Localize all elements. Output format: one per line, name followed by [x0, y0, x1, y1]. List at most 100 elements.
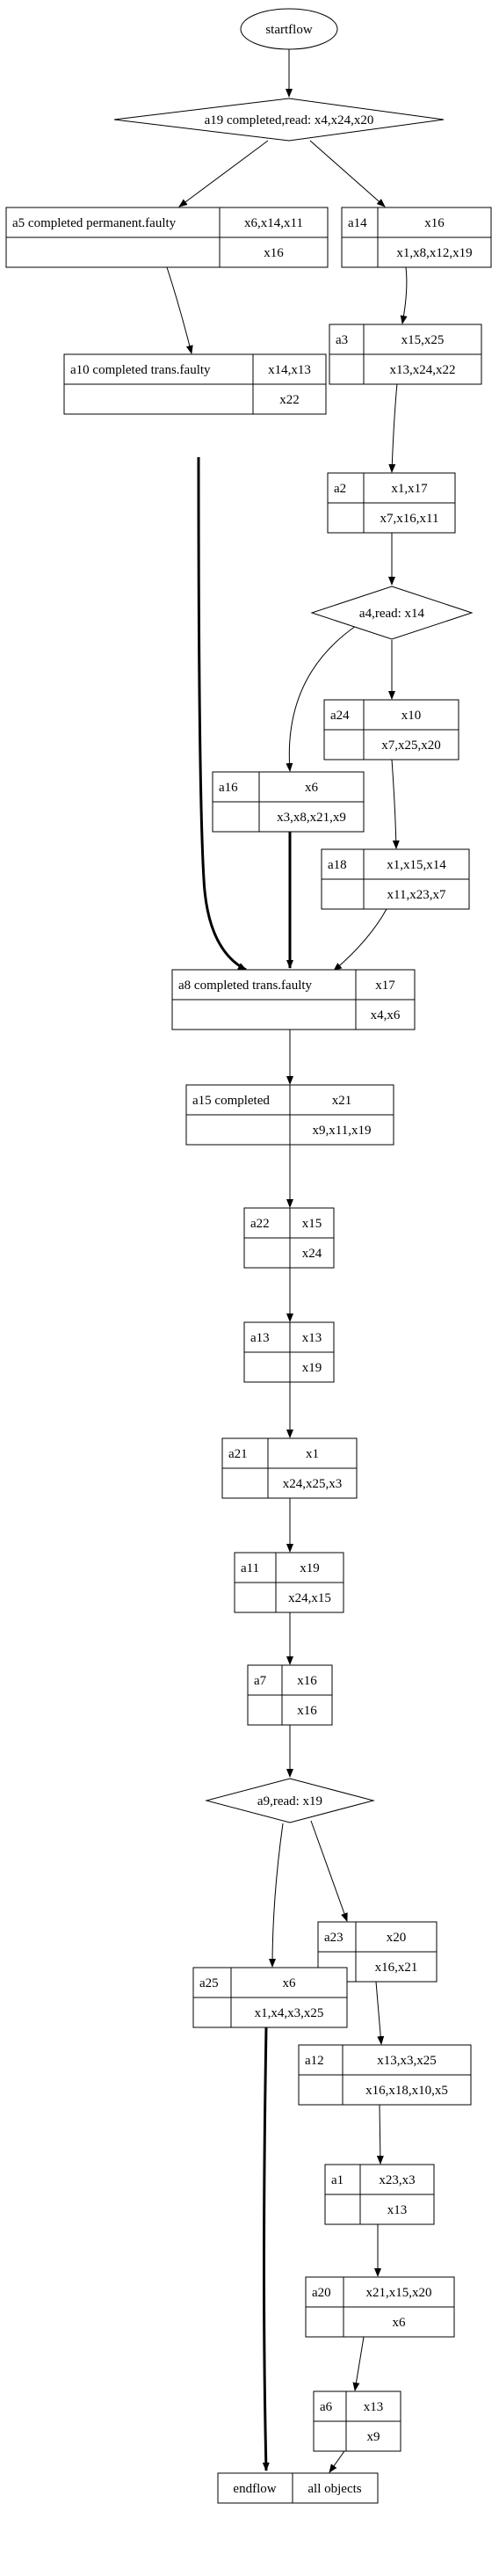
node-a15-bottom-value: x9,x11,x19 [313, 1124, 372, 1138]
node-a7-top-value: x16 [297, 1674, 317, 1688]
node-a25-label: a25 [199, 1976, 219, 1990]
node-a13-label: a13 [250, 1331, 270, 1345]
node-a14-label: a14 [348, 216, 367, 230]
node-a25-bottom-value: x1,x4,x3,x25 [255, 2006, 324, 2020]
node-a13-bottom-value: x19 [302, 1361, 322, 1375]
node-a7: a7 x16 x16 [247, 1664, 333, 1726]
node-a15-label: a15 completed [192, 1094, 270, 1108]
node-a11: a11 x19 x24,x15 [234, 1552, 344, 1613]
node-a22: a22 x15 x24 [243, 1207, 335, 1269]
node-a7-bottom-value: x16 [297, 1704, 317, 1718]
node-a6-top-value: x13 [364, 2400, 384, 2414]
node-a13-top-value: x13 [302, 1331, 322, 1345]
node-a14-top-value: x16 [424, 216, 445, 230]
edges [166, 49, 408, 2473]
node-a8-top-value: x17 [375, 979, 395, 993]
start-label: startflow [265, 23, 312, 37]
node-a20-top-value: x21,x15,x20 [366, 2286, 432, 2300]
node-a12-bottom-value: x16,x18,x10,x5 [365, 2084, 448, 2098]
edge-a18-a8 [333, 908, 387, 971]
node-a20: a20 x21,x15,x20 x6 [305, 2276, 455, 2338]
node-a20-label: a20 [312, 2286, 331, 2300]
node-a24-label: a24 [330, 709, 350, 723]
node-a5-bottom-value: x16 [264, 246, 284, 260]
node-a16-top-value: x6 [305, 781, 319, 795]
node-a23-label: a23 [324, 1931, 344, 1945]
node-a24: a24 x10 x7,x25,x20 [323, 699, 459, 760]
decision-a4: a4,read: x14 [310, 586, 474, 640]
node-a14: a14 x16 x1,x8,x12,x19 [341, 207, 492, 268]
end-label: endflow [233, 2482, 276, 2496]
edge-a14-a3 [400, 266, 408, 324]
node-a21-bottom-value: x24,x25,x3 [283, 1477, 343, 1491]
decision-a9: a9,read: x19 [205, 1778, 375, 1823]
node-a18-bottom-value: x11,x23,x7 [387, 888, 446, 902]
node-a23: a23 x20 x16,x21 [317, 1921, 438, 1983]
edge-a6-end [329, 2450, 345, 2473]
edge-d9-a25 [269, 1823, 284, 1968]
node-a5-top-value: x6,x14,x11 [244, 216, 303, 230]
decision-a19: a19 completed,read: x4,x24,x20 [113, 98, 445, 142]
node-a8-label: a8 completed trans.faulty [178, 979, 313, 993]
edge-d19-a14 [309, 140, 386, 207]
decision-a4-label: a4,read: x14 [359, 607, 425, 621]
edge-a24-a18 [391, 759, 400, 849]
node-a16-bottom-value: x3,x8,x21,x9 [277, 811, 346, 825]
node-a7-label: a7 [254, 1674, 267, 1688]
node-a20-bottom-value: x6 [393, 2316, 407, 2330]
node-a6-bottom-value: x9 [367, 2430, 380, 2444]
node-a23-top-value: x20 [387, 1931, 407, 1945]
node-a24-top-value: x10 [401, 709, 422, 723]
edge-d4-a16 [286, 625, 357, 772]
edge-a5-a10 [166, 266, 193, 354]
node-a3-bottom-value: x13,x24,x22 [390, 363, 456, 377]
activity-nodes: a5 completed permanent.faulty x6,x14,x11 x… [5, 207, 492, 2452]
decision-a19-label: a19 completed,read: x4,x24,x20 [205, 113, 374, 127]
node-a21-label: a21 [228, 1447, 248, 1461]
edge-a25-end [262, 2027, 270, 2471]
node-a1-bottom-value: x13 [387, 2203, 408, 2217]
node-a24-bottom-value: x7,x25,x20 [381, 739, 441, 753]
node-a22-bottom-value: x24 [302, 1247, 322, 1261]
start-node: startflow [240, 8, 338, 50]
node-a14-bottom-value: x1,x8,x12,x19 [396, 246, 472, 260]
decision-a9-label: a9,read: x19 [257, 1794, 322, 1808]
node-a23-bottom-value: x16,x21 [375, 1961, 418, 1975]
node-a11-label: a11 [241, 1561, 259, 1575]
node-a10-top-value: x14,x13 [268, 363, 311, 377]
node-a10-label: a10 completed trans.faulty [70, 363, 211, 377]
node-a22-label: a22 [250, 1217, 270, 1231]
node-a2-bottom-value: x7,x16,x11 [380, 512, 439, 526]
node-a13: a13 x13 x19 [243, 1321, 335, 1383]
edge-a23-a12 [375, 1981, 385, 2045]
node-a3-label: a3 [336, 333, 348, 347]
node-a11-top-value: x19 [300, 1561, 320, 1575]
node-a5: a5 completed permanent.faulty x6,x14,x11 x… [5, 207, 329, 268]
node-a18-label: a18 [328, 858, 347, 872]
node-a25: a25 x6 x1,x4,x3,x25 [192, 1967, 348, 2028]
node-a3-top-value: x15,x25 [401, 333, 445, 347]
node-a1-top-value: x23,x3 [379, 2173, 415, 2187]
edge-a3-a2 [388, 382, 398, 473]
edge-a10-a8 [197, 456, 247, 971]
node-a22-top-value: x15 [302, 1217, 322, 1231]
node-a11-bottom-value: x24,x15 [288, 1591, 331, 1605]
end-node: endflow all objects [217, 2472, 379, 2504]
node-a2-label: a2 [334, 482, 346, 496]
edge-d19-a5 [178, 140, 269, 207]
node-a15-top-value: x21 [332, 1094, 352, 1108]
node-a5-label: a5 completed permanent.faulty [12, 216, 177, 230]
node-a21: a21 x1 x24,x25,x3 [221, 1437, 358, 1499]
node-a25-top-value: x6 [283, 1976, 297, 1990]
edge-a20-a6 [352, 2336, 365, 2391]
node-a21-top-value: x1 [306, 1447, 319, 1461]
